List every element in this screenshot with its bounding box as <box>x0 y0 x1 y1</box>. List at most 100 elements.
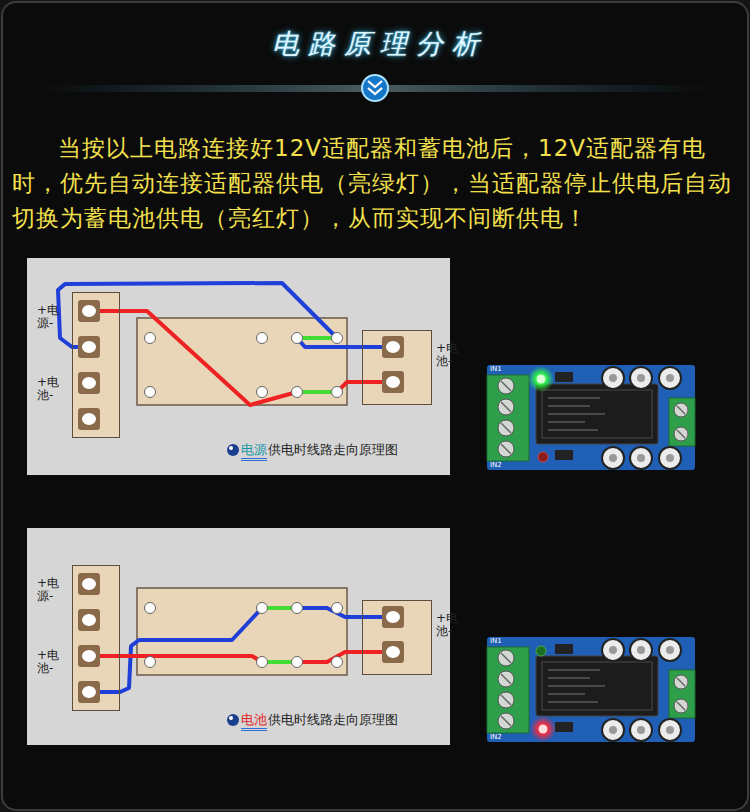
circuit-panel-art <box>386 376 400 388</box>
circuit-panel-art <box>27 258 450 745</box>
circuit-panel-art <box>78 573 100 595</box>
circuit-panel-art <box>27 258 450 475</box>
caption-highlight: 电池 <box>241 712 267 731</box>
circuit-panel-art <box>386 646 400 658</box>
circuit-panel-art <box>362 330 432 405</box>
circuit-panel-art <box>82 305 96 317</box>
relay-contact <box>257 657 268 668</box>
terminal-block: +电源-+电池- <box>72 565 120 711</box>
relay-contact <box>332 387 343 398</box>
pcb-photo <box>487 637 695 742</box>
relay-contact <box>292 333 303 344</box>
circuit-panel-art <box>382 641 404 663</box>
circuit-panel-art <box>227 444 239 456</box>
circuit-panel-art <box>82 686 96 698</box>
terminal-label: +电池- <box>37 649 49 675</box>
pcb-photo <box>487 637 695 742</box>
circuit-panel-art <box>382 606 404 628</box>
circuit-panel-art <box>382 336 404 358</box>
pin-label: IN1 <box>490 638 502 645</box>
diagram-panel: 电源供电时线路走向原理图+电源-+电池-+电池- <box>27 258 450 475</box>
relay-contact <box>145 603 156 614</box>
circuit-panel-art <box>82 578 400 698</box>
relay-contact <box>292 657 303 668</box>
pcb-photo <box>530 716 556 742</box>
pcb-photo <box>537 375 546 384</box>
pin-label: IN1 <box>490 366 502 373</box>
circuit-panel-art <box>82 650 96 662</box>
wire-group <box>58 283 362 692</box>
caption-text: 供电时线路走向原理图 <box>268 712 398 728</box>
relay-contact <box>257 333 268 344</box>
circuit-panel-art <box>82 614 96 626</box>
circuit-panel-art <box>382 371 404 393</box>
pcb-photo <box>487 365 695 470</box>
circuit-panel-art <box>78 300 100 322</box>
relay-jumper <box>262 338 337 662</box>
relay-contact <box>292 387 303 398</box>
circuit-panel-art <box>78 609 100 631</box>
pcb-photo <box>539 725 548 734</box>
title-divider <box>368 81 382 87</box>
terminal-block: +电池- <box>362 600 432 675</box>
title-divider <box>40 75 710 101</box>
description-text: 当按以上电路连接好12V适配器和蓄电池后，12V适配器有电时，优先自动连接适配器… <box>12 131 740 236</box>
title-divider <box>368 88 382 94</box>
circuit-panel-art <box>229 716 233 720</box>
circuit-panel-art <box>386 341 400 353</box>
circuit-panel-art <box>78 372 100 394</box>
pcb-photo <box>536 646 546 656</box>
circuit-panel-art <box>72 292 120 438</box>
diagram-panel: 电池供电时线路走向原理图+电源-+电池-+电池- <box>27 528 450 745</box>
circuit-panel-art <box>82 305 400 425</box>
circuit-panel-art <box>82 377 96 389</box>
pin-label: IN2 <box>490 462 502 469</box>
circuit-panel-art <box>72 565 120 711</box>
title-divider <box>362 75 388 101</box>
wire <box>120 608 362 692</box>
circuit-panel-art <box>78 408 100 430</box>
relay-contact <box>145 333 343 668</box>
relay-contact <box>257 603 268 614</box>
circuit-panel-art <box>78 681 100 703</box>
circuit-panel-art <box>82 413 96 425</box>
relay-contact <box>145 333 156 344</box>
circuit-panel-art <box>78 336 100 358</box>
circuit-panel-art <box>78 300 404 430</box>
relay-contact <box>332 603 343 614</box>
caption-text: 供电时线路走向原理图 <box>268 442 398 458</box>
terminal-block: +电池- <box>362 330 432 405</box>
circuit-panel-art <box>82 341 96 353</box>
relay-contact <box>145 387 156 398</box>
relay-contact <box>332 657 343 668</box>
pin-label: IN2 <box>490 734 502 741</box>
circuit-panel-art <box>386 611 400 623</box>
circuit-panel-art <box>229 446 233 450</box>
terminal-label: +电源- <box>37 304 49 330</box>
circuit-panel-art <box>82 578 96 590</box>
caption-highlight: 电源 <box>241 442 267 461</box>
wire <box>120 652 362 662</box>
relay-contact <box>292 603 303 614</box>
circuit-panel-art <box>362 600 432 675</box>
relay-contact <box>332 333 343 344</box>
terminal-label: +电源- <box>37 577 49 603</box>
circuit-panel-art <box>78 573 404 703</box>
circuit-panel-art <box>27 528 450 745</box>
relay-contact <box>257 387 268 398</box>
circuit-panel-art <box>227 714 239 726</box>
wire <box>120 311 362 405</box>
terminal-label: +电池- <box>436 612 448 638</box>
circuit-panel-art <box>78 645 100 667</box>
pcb-photo <box>487 365 695 470</box>
pcb-photo <box>538 452 548 462</box>
terminal-label: +电池- <box>37 376 49 402</box>
page-title: 电路原理分析 <box>0 26 750 62</box>
terminal-label: +电池- <box>436 342 448 368</box>
terminal-block: +电源-+电池- <box>72 292 120 438</box>
relay-contact <box>145 657 156 668</box>
pcb-photo <box>528 366 554 392</box>
